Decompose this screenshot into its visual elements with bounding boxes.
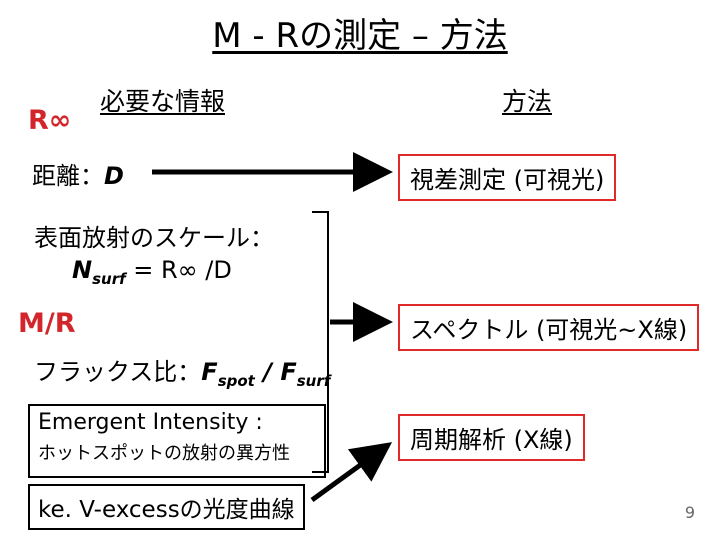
flux-ratio-item: フラックス比：Fspot / Fsurf — [34, 352, 330, 390]
f-surf-var: F — [280, 358, 297, 386]
n-var: N — [72, 256, 93, 284]
emergent-line2: ホットスポットの放射の異方性 — [38, 443, 290, 464]
emergent-line1: Emergent Intensity : — [38, 410, 263, 435]
header-method: 方法 — [502, 87, 553, 116]
page-number: 9 — [684, 503, 695, 522]
page-title: M - Rの測定 – 方法 — [212, 16, 508, 56]
emergent-intensity-box: Emergent Intensity : ホットスポットの放射の異方性 — [28, 404, 326, 478]
flux-label: フラックス比： — [34, 358, 202, 386]
n-sub: surf — [92, 269, 126, 288]
r-infinity-label: R∞ — [28, 105, 72, 136]
f-surf-sub: surf — [296, 371, 331, 390]
mass-radius-label: M/R — [18, 308, 76, 339]
surface-scale-label: 表面放射のスケール： — [34, 224, 274, 252]
spectrum-method-box: スペクトル (可視光~X線) — [398, 304, 700, 351]
distance-item: 距離：D — [32, 156, 124, 191]
grouping-bracket — [312, 211, 329, 473]
n-eq: = R∞ /D — [125, 256, 232, 284]
parallax-method-box: 視差測定 (可視光) — [398, 154, 617, 201]
f-spot-sub: spot — [217, 371, 255, 390]
f-spot-var: F — [201, 358, 218, 386]
surface-scale-formula: Nsurf = R∞ /D — [72, 256, 232, 288]
header-required-info: 必要な情報 — [100, 87, 226, 116]
distance-label: 距離： — [32, 162, 104, 190]
flux-slash: / — [254, 358, 281, 386]
distance-var: D — [104, 162, 124, 190]
periodic-arrow — [310, 442, 393, 503]
periodic-analysis-box: 周期解析 (X線) — [398, 414, 585, 461]
kev-excess-box: ke. V-excessの光度曲線 — [28, 484, 305, 530]
